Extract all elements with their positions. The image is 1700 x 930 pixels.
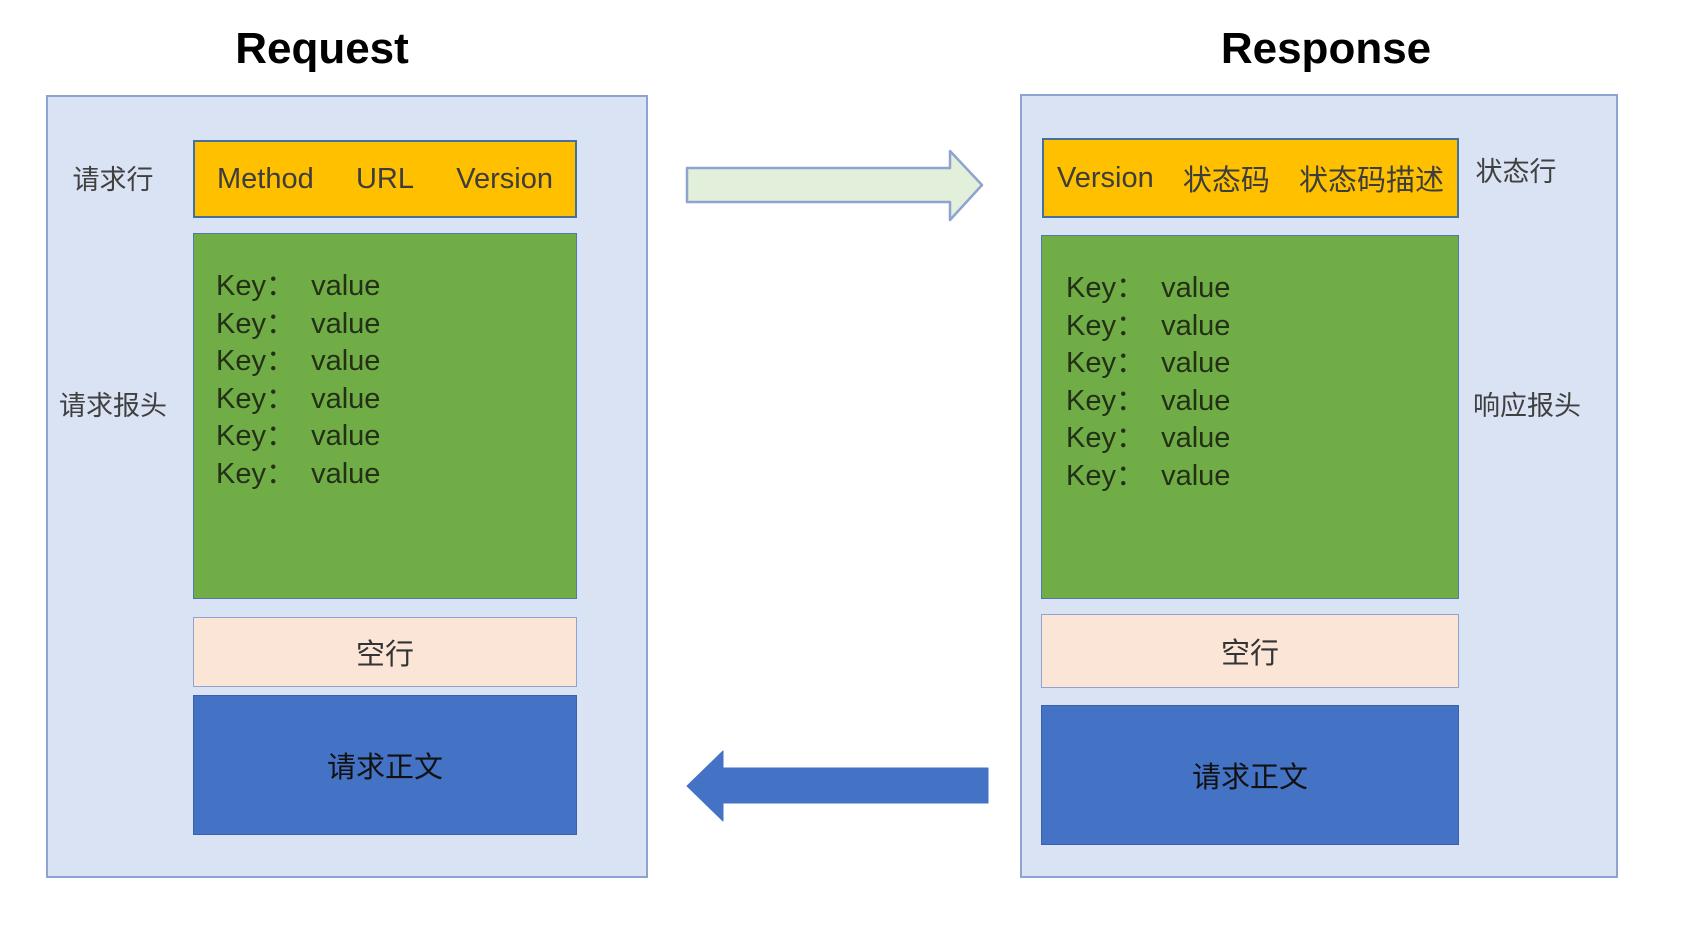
request-empty-line-label: 空行 (355, 639, 414, 671)
response-arrow-left-icon (686, 750, 989, 822)
response-version-field: Version (1057, 161, 1154, 194)
response-body-label: 请求正文 (1191, 762, 1308, 794)
header-line: Key： value (1066, 309, 1231, 342)
header-line: Key： value (1066, 422, 1231, 454)
response-status-code-field: 状态码 (1182, 165, 1270, 197)
status-line-box: Version 状态码 状态码描述 (1042, 138, 1459, 218)
header-line: Key： value (216, 382, 381, 415)
request-url-field: URL (355, 162, 414, 195)
response-empty-line-label: 空行 (1220, 638, 1279, 670)
request-headers-label: 请求报头 (59, 391, 167, 421)
request-line-box: Method URL Version (193, 140, 577, 218)
header-line: Key： value (1066, 347, 1231, 379)
header-line: Key： value (1066, 459, 1231, 492)
request-headers-box: Key： value Key： value Key： value Key： va… (193, 233, 577, 599)
header-line: Key： value (216, 270, 381, 302)
request-method-field: Method (217, 162, 314, 195)
header-line: Key： value (216, 345, 381, 377)
header-line: Key： value (216, 420, 381, 452)
response-title: Response (1220, 24, 1432, 73)
request-title: Request (235, 24, 409, 73)
header-line: Key： value (1066, 272, 1231, 304)
request-body-box: 请求正文 (193, 695, 577, 835)
response-body-box: 请求正文 (1041, 705, 1459, 845)
header-line: Key： value (1066, 384, 1231, 417)
header-line: Key： value (216, 457, 381, 490)
request-empty-line-box: 空行 (193, 617, 577, 687)
request-arrow-right-icon (685, 149, 984, 222)
request-version-field: Version (456, 162, 553, 195)
response-empty-line-box: 空行 (1041, 614, 1459, 688)
header-line: Key： value (216, 307, 381, 340)
response-headers-label: 响应报头 (1473, 391, 1581, 421)
response-status-desc-field: 状态码描述 (1298, 165, 1444, 197)
status-line-label: 状态行 (1475, 157, 1557, 187)
request-line-label: 请求行 (72, 165, 154, 195)
request-body-label: 请求正文 (326, 752, 443, 784)
response-headers-box: Key： value Key： value Key： value Key： va… (1041, 235, 1459, 599)
